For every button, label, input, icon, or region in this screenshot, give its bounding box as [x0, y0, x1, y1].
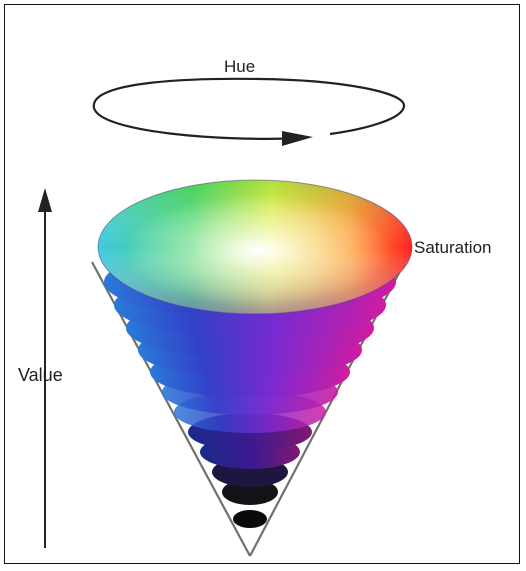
- saturation-label: Saturation: [414, 238, 492, 257]
- value-axis-arrow: [38, 188, 52, 548]
- hue-rotation-arrow: [92, 77, 406, 146]
- hue-saturation-disk: [97, 179, 413, 315]
- hue-label: Hue: [224, 57, 255, 76]
- hue-arrow-head-icon: [282, 131, 313, 146]
- value-label: Value: [18, 365, 63, 385]
- value-arrow-head-icon: [38, 188, 52, 212]
